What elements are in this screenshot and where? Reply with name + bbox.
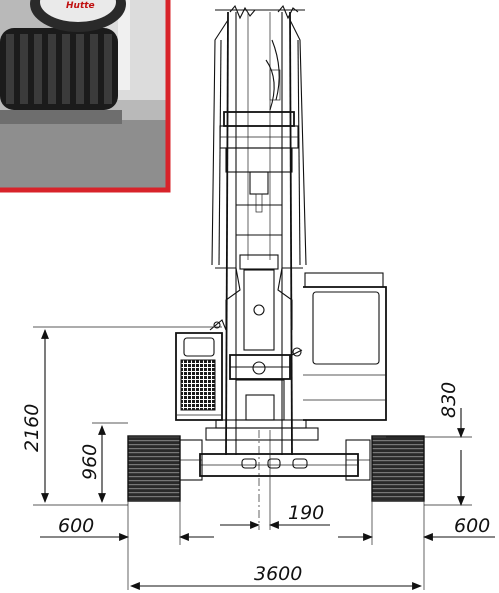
dim-height-right: 830 xyxy=(438,382,460,418)
operator-cab xyxy=(291,272,387,421)
inset-photo-label: Hutte xyxy=(66,1,95,11)
dim-overall-width: 3600 xyxy=(254,563,302,585)
engine-housing xyxy=(175,319,227,421)
mast xyxy=(211,4,307,456)
inset-photo: Hutte xyxy=(0,0,171,193)
dim-offset-center: 190 xyxy=(288,502,324,524)
left-track xyxy=(127,435,181,502)
dim-track-width-right: 600 xyxy=(454,515,490,537)
dim-height-total: 2160 xyxy=(21,404,43,452)
dimension-lines xyxy=(33,326,495,590)
undercarriage xyxy=(127,419,425,502)
dim-height-clearance: 960 xyxy=(79,444,101,480)
photo-frame xyxy=(0,0,171,193)
dim-track-width-left: 600 xyxy=(58,515,94,537)
right-track xyxy=(371,435,425,502)
